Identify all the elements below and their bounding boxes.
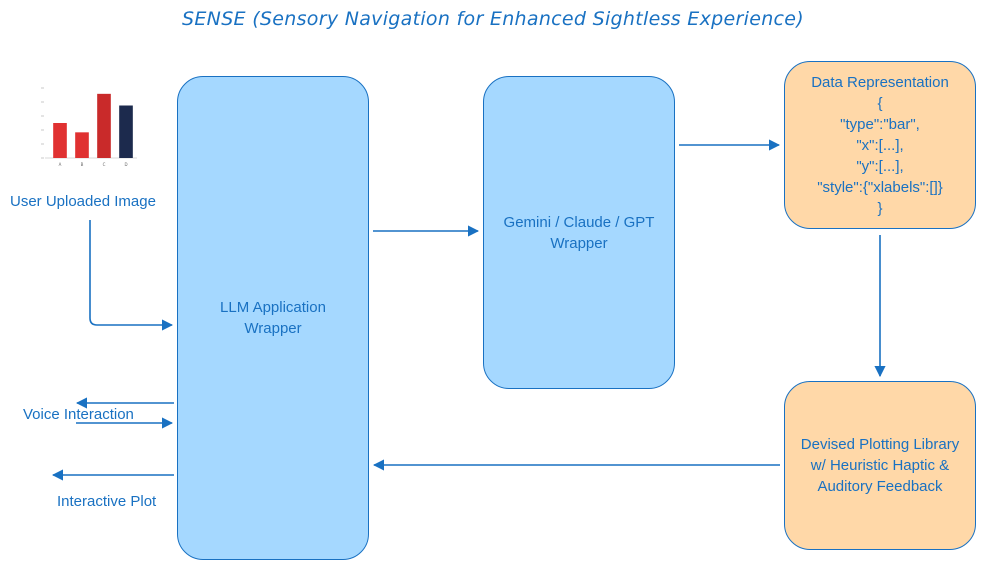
x-tick-label: D [124, 162, 127, 167]
llm-application-wrapper-box: LLM Application Wrapper [177, 76, 369, 560]
voice-interaction-label: Voice Interaction [23, 406, 134, 423]
plotting-library-box: Devised Plotting Library w/ Heuristic Ha… [784, 381, 976, 550]
llm-api-wrapper-text: Gemini / Claude / GPT Wrapper [503, 213, 655, 252]
x-tick-label: B [81, 162, 84, 167]
llm-application-wrapper-text: LLM Application Wrapper [220, 299, 326, 337]
plotting-library-text: Devised Plotting Library w/ Heuristic Ha… [800, 436, 960, 495]
bar-D [119, 105, 133, 158]
bar-A [53, 123, 67, 158]
image-to-app-arrow [89, 220, 174, 331]
bar-B [75, 132, 89, 158]
user-uploaded-image-label: User Uploaded Image [10, 193, 156, 210]
x-tick-label: C [103, 162, 106, 167]
x-tick-label: A [59, 162, 62, 167]
diagram-title: SENSE (Sensory Navigation for Enhanced S… [182, 8, 804, 30]
data-representation-box: Data Representation { "type":"bar", "x":… [784, 61, 976, 229]
llm-api-wrapper-box: Gemini / Claude / GPT Wrapper [483, 76, 675, 389]
bar-C [97, 93, 111, 158]
data-representation-text: Data Representation { "type":"bar", "x":… [811, 73, 949, 217]
interactive-plot-label: Interactive Plot [57, 493, 157, 510]
uploaded-chart-thumbnail: A B C D [41, 87, 137, 167]
